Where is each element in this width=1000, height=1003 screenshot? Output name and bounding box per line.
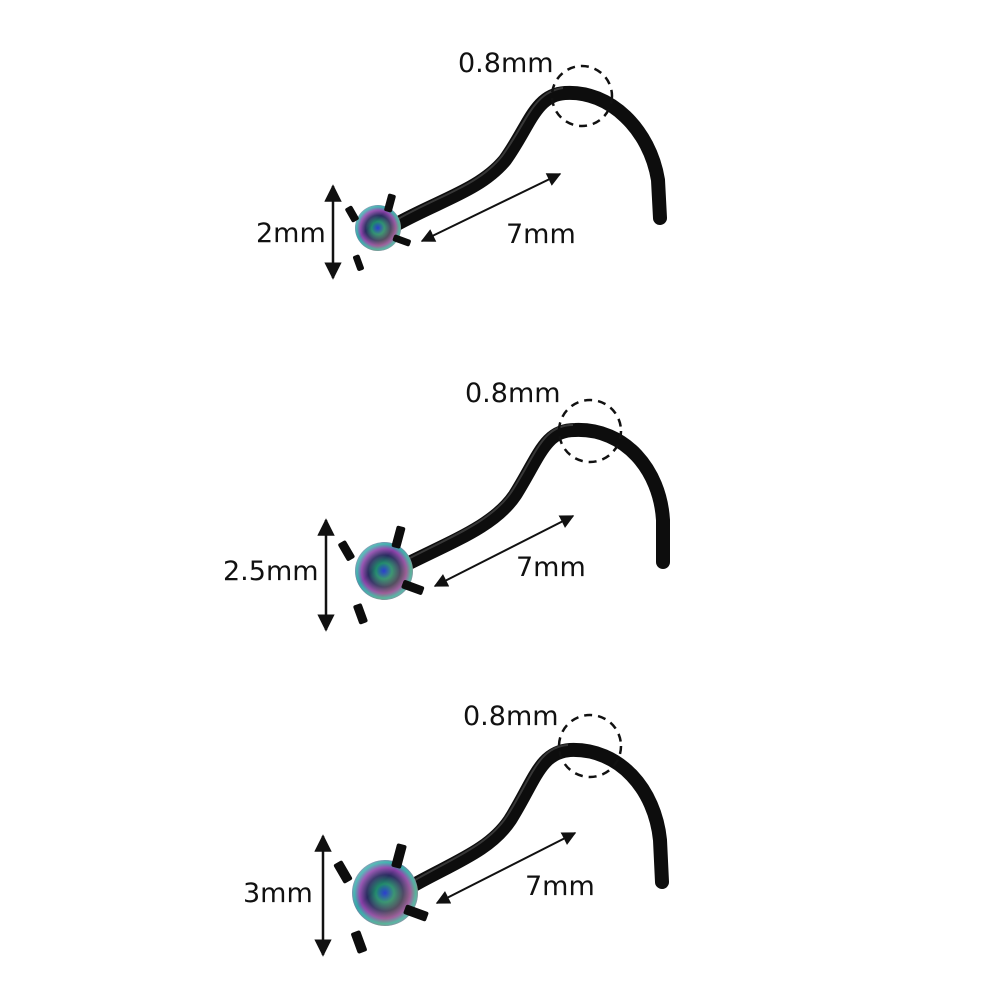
stud-2-length-arrow (433, 515, 575, 587)
stud-3-gem-size-label: 3mm (243, 878, 313, 909)
stud-2-length-label: 7mm (516, 552, 586, 583)
stud-3 (314, 713, 669, 957)
stud-3-length-label: 7mm (525, 871, 595, 902)
stud-2-gauge-circle (557, 398, 623, 464)
stud-1-gauge-label: 0.8mm (458, 48, 554, 79)
stud-1-length-label: 7mm (506, 219, 576, 250)
stud-1-wire (388, 85, 667, 232)
stud-2-gem-size-label: 2.5mm (223, 556, 319, 587)
stud-2-wire (398, 422, 670, 572)
stud-3-gauge-circle (557, 713, 623, 779)
stud-1-length-arrow (420, 173, 562, 242)
stud-1 (324, 64, 667, 280)
stud-3-wire (405, 742, 669, 893)
stud-2 (317, 398, 670, 632)
stud-3-gauge-label: 0.8mm (463, 701, 559, 732)
stud-3-length-arrow (435, 832, 577, 904)
stud-1-gauge-circle (550, 64, 614, 128)
stud-2-gauge-label: 0.8mm (465, 378, 561, 409)
stud-1-gem-size-label: 2mm (256, 218, 326, 249)
